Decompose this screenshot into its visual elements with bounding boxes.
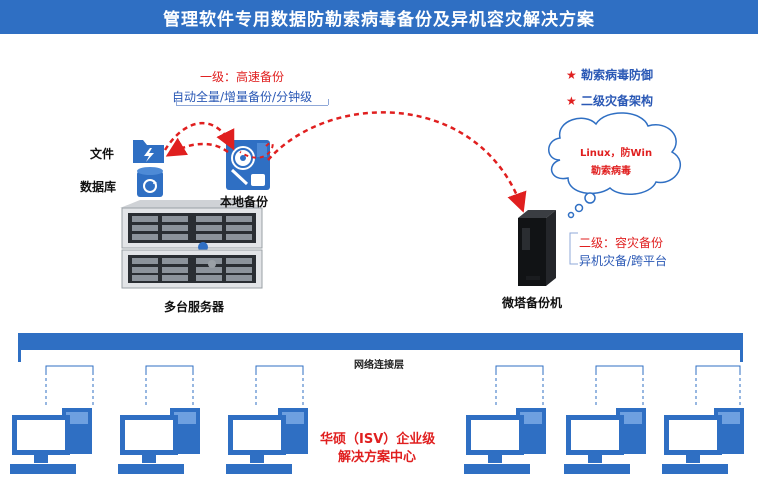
network-pillars xyxy=(18,350,743,362)
desktop-computer-icon xyxy=(10,408,92,474)
sync-icon xyxy=(143,179,157,193)
star-icon: ★ xyxy=(566,68,577,82)
thought-cloud-icon xyxy=(548,112,682,219)
arrow-backup-to-file xyxy=(165,137,229,157)
title-bar: 管理软件专用数据防勒索病毒备份及异机容灾解决方案 xyxy=(0,0,758,34)
page-title: 管理软件专用数据防勒索病毒备份及异机容灾解决方案 xyxy=(163,10,595,30)
level1-bracket-left xyxy=(176,99,177,105)
level1-bracket-right xyxy=(328,99,329,105)
tower-pc-icon xyxy=(518,210,556,286)
feature-item-dr: ★ 二级灾备架构 xyxy=(566,92,653,109)
desktop-computer-icon xyxy=(464,408,546,474)
desktop-computer-icon xyxy=(118,408,200,474)
tower-label: 微塔备份机 xyxy=(502,296,563,310)
network-label: 网络连接层 xyxy=(354,360,404,371)
level2-title: 二级：容灾备份 xyxy=(579,236,664,250)
desktop-computer-icon xyxy=(226,408,308,474)
level2-subtitle: 异机灾备/跨平台 xyxy=(579,254,668,268)
feature-label: 二级灾备架构 xyxy=(580,94,653,108)
desktop-computer-icon xyxy=(662,408,744,474)
level1-title: 一级：高速备份 xyxy=(200,70,285,84)
cloud-line-2: 勒索病毒 xyxy=(591,166,631,177)
feature-label: 勒索病毒防御 xyxy=(580,68,653,82)
folder-icon xyxy=(133,140,164,163)
vendor-line-1: 华硕（ISV）企业级 xyxy=(320,432,436,447)
arrow-file-to-backup xyxy=(163,121,235,151)
vendor-line-2: 解决方案中心 xyxy=(338,450,417,465)
network-dashes xyxy=(45,372,741,406)
level1-subtitle: 自动全量/增量备份/分钟级 xyxy=(172,90,313,104)
star-icon: ★ xyxy=(566,94,577,108)
arrow-to-tower xyxy=(267,111,527,213)
database-icon xyxy=(137,167,163,197)
servers-label: 多台服务器 xyxy=(164,300,225,314)
cloud-line-1: Linux，防Win xyxy=(580,148,653,159)
file-label: 文件 xyxy=(90,147,115,161)
level2-bracket xyxy=(569,232,578,265)
network-bar xyxy=(18,333,743,350)
feature-item-ransomware: ★ 勒索病毒防御 xyxy=(566,66,653,83)
lightning-icon xyxy=(144,148,154,162)
desktop-computer-icon xyxy=(564,408,646,474)
level1-bracket xyxy=(176,105,328,106)
database-label: 数据库 xyxy=(80,180,117,194)
local-backup-label: 本地备份 xyxy=(220,195,269,209)
network-connectors xyxy=(45,365,741,372)
backup-disk-icon xyxy=(226,140,270,190)
server-icon xyxy=(120,200,263,289)
